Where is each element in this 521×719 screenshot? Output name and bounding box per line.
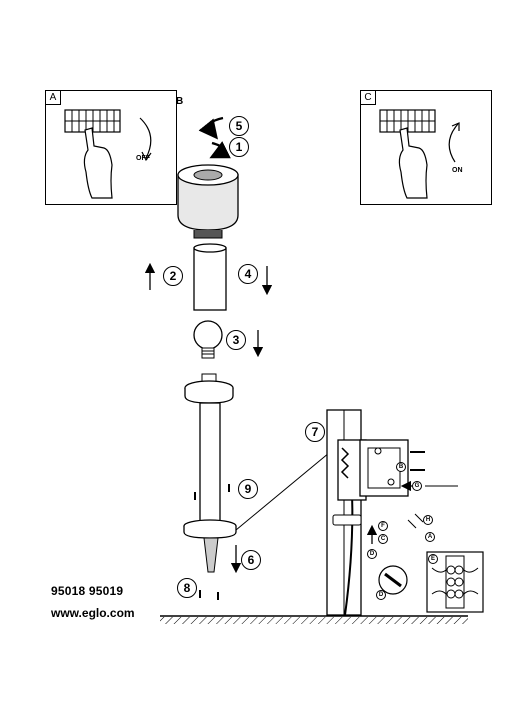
- panel-a-tag: A: [45, 90, 61, 105]
- model-numbers: 95018 95019: [51, 584, 124, 598]
- leader-line: [235, 447, 336, 531]
- part-e-badge: E: [428, 554, 438, 564]
- step-1-badge: 1: [229, 137, 249, 157]
- part-b-badge: B: [396, 462, 406, 472]
- step-9-badge: 9: [238, 479, 258, 499]
- panel-c-direction: ON: [452, 167, 463, 174]
- part-f-badge: F: [378, 521, 388, 531]
- part-d-badge: D: [367, 549, 377, 559]
- part-c-badge: C: [378, 534, 388, 544]
- part-g-badge: G: [412, 481, 422, 491]
- step-5-badge: 5: [229, 116, 249, 136]
- glass-cylinder: [144, 243, 273, 311]
- lamp-shade: [177, 164, 239, 239]
- rotation-arrows: [198, 116, 231, 159]
- panel-c-redraw: [379, 109, 460, 199]
- step-7-badge: 7: [305, 422, 325, 442]
- panel-c-tag: C: [360, 90, 376, 105]
- ground-line: [160, 615, 468, 624]
- step-3-badge: 3: [226, 330, 246, 350]
- step-8-badge: 8: [177, 578, 197, 598]
- part-a-badge: A: [425, 532, 435, 542]
- step-4-badge: 4: [238, 264, 258, 284]
- panel-a-direction: OFF: [136, 155, 150, 162]
- wall-box-detail: [326, 409, 458, 616]
- website-link[interactable]: www.eglo.com: [51, 606, 135, 620]
- step-2-badge: 2: [163, 266, 183, 286]
- panel-a-redraw: [64, 109, 152, 199]
- part-h-badge: H: [423, 515, 433, 525]
- lamp-post: [183, 373, 242, 600]
- panel-b-tag: B: [176, 96, 184, 107]
- step-6-badge: 6: [241, 550, 261, 570]
- light-bulb: [193, 320, 264, 359]
- part-d2-badge: D: [376, 590, 386, 600]
